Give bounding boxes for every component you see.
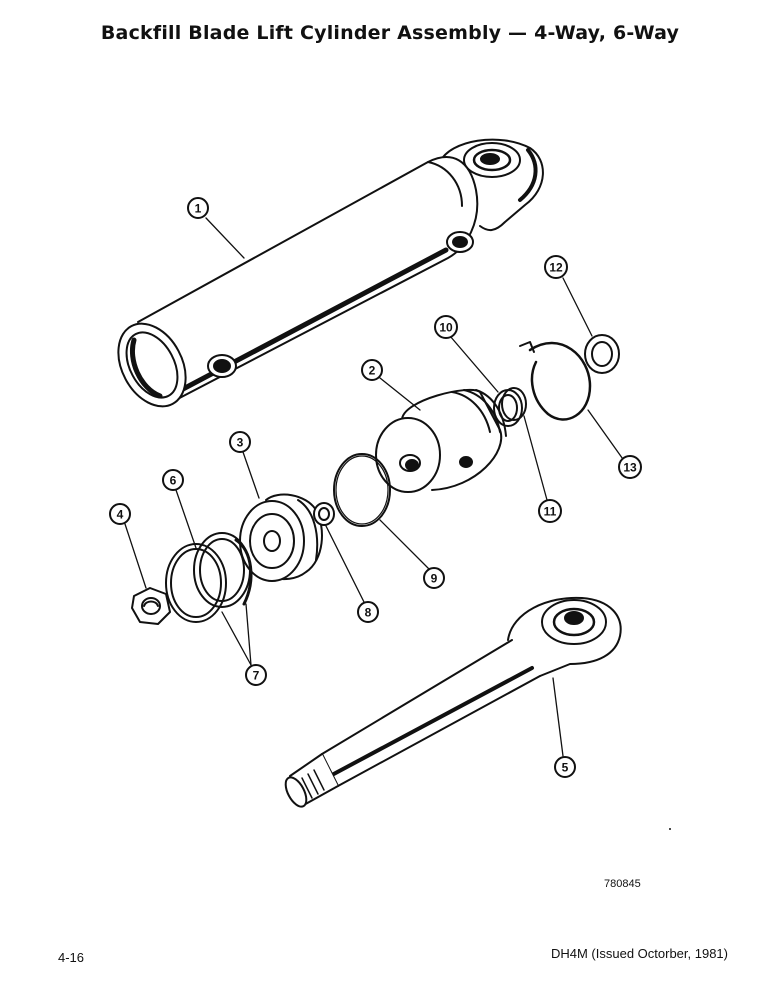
page-number: 4-16	[58, 950, 85, 965]
callout-5: 5	[554, 756, 576, 778]
speck-mark	[669, 828, 671, 830]
svg-text:3: 3	[237, 436, 244, 450]
callout-1: 1	[187, 197, 209, 219]
callout-10: 10	[434, 315, 458, 339]
svg-text:10: 10	[439, 321, 453, 335]
svg-text:9: 9	[431, 572, 438, 586]
issue-note: DH4M (Issued Octorber, 1981)	[550, 946, 728, 961]
backup-rings	[493, 387, 527, 427]
callout-9: 9	[423, 567, 445, 589]
svg-text:11: 11	[544, 505, 557, 519]
callout-6: 6	[162, 469, 184, 491]
piston-rod	[284, 596, 622, 808]
figure-number: 780845	[604, 878, 641, 890]
callout-3: 3	[229, 431, 251, 453]
svg-text:4: 4	[117, 508, 124, 522]
washer	[313, 502, 335, 526]
svg-text:12: 12	[549, 261, 563, 275]
callout-11: 11	[538, 499, 562, 523]
callout-4: 4	[109, 503, 131, 525]
o-ring	[333, 453, 391, 527]
seal-rings	[165, 532, 253, 623]
callout-7: 7	[245, 664, 267, 686]
piston	[375, 388, 507, 493]
lock-nut	[131, 587, 171, 625]
callout-2: 2	[361, 359, 383, 381]
svg-text:2: 2	[369, 364, 376, 378]
svg-text:1: 1	[195, 202, 202, 216]
svg-text:7: 7	[253, 669, 260, 683]
callout-13: 13	[618, 455, 642, 479]
page-title: Backfill Blade Lift Cylinder Assembly — …	[100, 22, 680, 44]
callout-8: 8	[357, 601, 379, 623]
svg-text:8: 8	[365, 606, 372, 620]
cylinder-barrel	[117, 138, 544, 408]
snap-ring	[519, 341, 592, 421]
callout-12: 12	[544, 255, 568, 279]
wiper-seal	[584, 334, 620, 374]
svg-text:13: 13	[623, 461, 637, 475]
gland	[239, 493, 323, 582]
svg-text:5: 5	[562, 761, 569, 775]
leader-lines	[124, 217, 626, 757]
svg-text:6: 6	[170, 474, 177, 488]
